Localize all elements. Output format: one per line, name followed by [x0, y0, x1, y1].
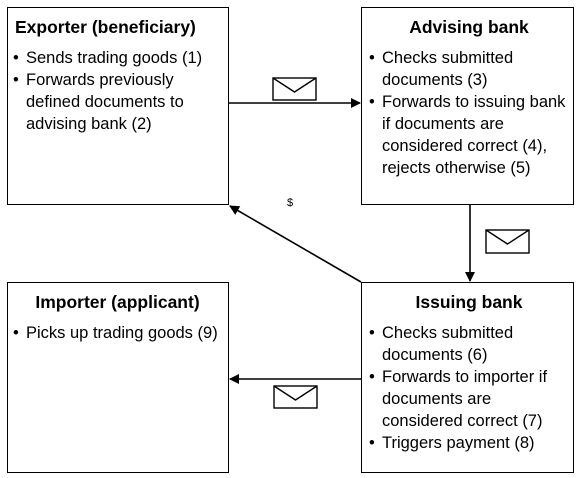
advising-bank-list: Checks submitted documents (3) Forwards …	[369, 47, 569, 179]
importer-list: Picks up trading goods (9)	[13, 322, 222, 344]
importer-item: Picks up trading goods (9)	[13, 322, 222, 344]
issuing-bank-item: Forwards to importer if documents are co…	[369, 366, 569, 432]
exporter-item: Sends trading goods (1)	[13, 47, 222, 69]
arrow-issuing-to-exporter	[229, 205, 362, 283]
importer-title: Importer (applicant)	[35, 292, 200, 312]
issuing-bank-list: Checks submitted documents (6) Forwards …	[369, 322, 569, 454]
advising-bank-item: Forwards to issuing bank if documents ar…	[369, 91, 569, 179]
issuing-bank-item: Checks submitted documents (6)	[369, 322, 569, 366]
importer-box: Importer (applicant) Picks up trading go…	[7, 282, 229, 473]
advising-bank-item: Checks submitted documents (3)	[369, 47, 569, 91]
advising-bank-box: Advising bank Checks submitted documents…	[361, 7, 574, 205]
issuing-bank-title: Issuing bank	[415, 292, 523, 312]
envelope-icon	[273, 385, 318, 409]
exporter-item: Forwards previously defined documents to…	[13, 69, 222, 135]
envelope-icon	[272, 77, 317, 101]
payment-label: $	[287, 197, 294, 209]
issuing-bank-item: Triggers payment (8)	[369, 432, 569, 454]
issuing-bank-box: Issuing bank Checks submitted documents …	[361, 282, 574, 473]
exporter-list: Sends trading goods (1) Forwards previou…	[13, 47, 222, 135]
exporter-title: Exporter (beneficiary)	[15, 17, 196, 37]
advising-bank-title: Advising bank	[409, 17, 529, 37]
envelope-icon	[485, 229, 530, 254]
exporter-box: Exporter (beneficiary) Sends trading goo…	[7, 7, 229, 205]
